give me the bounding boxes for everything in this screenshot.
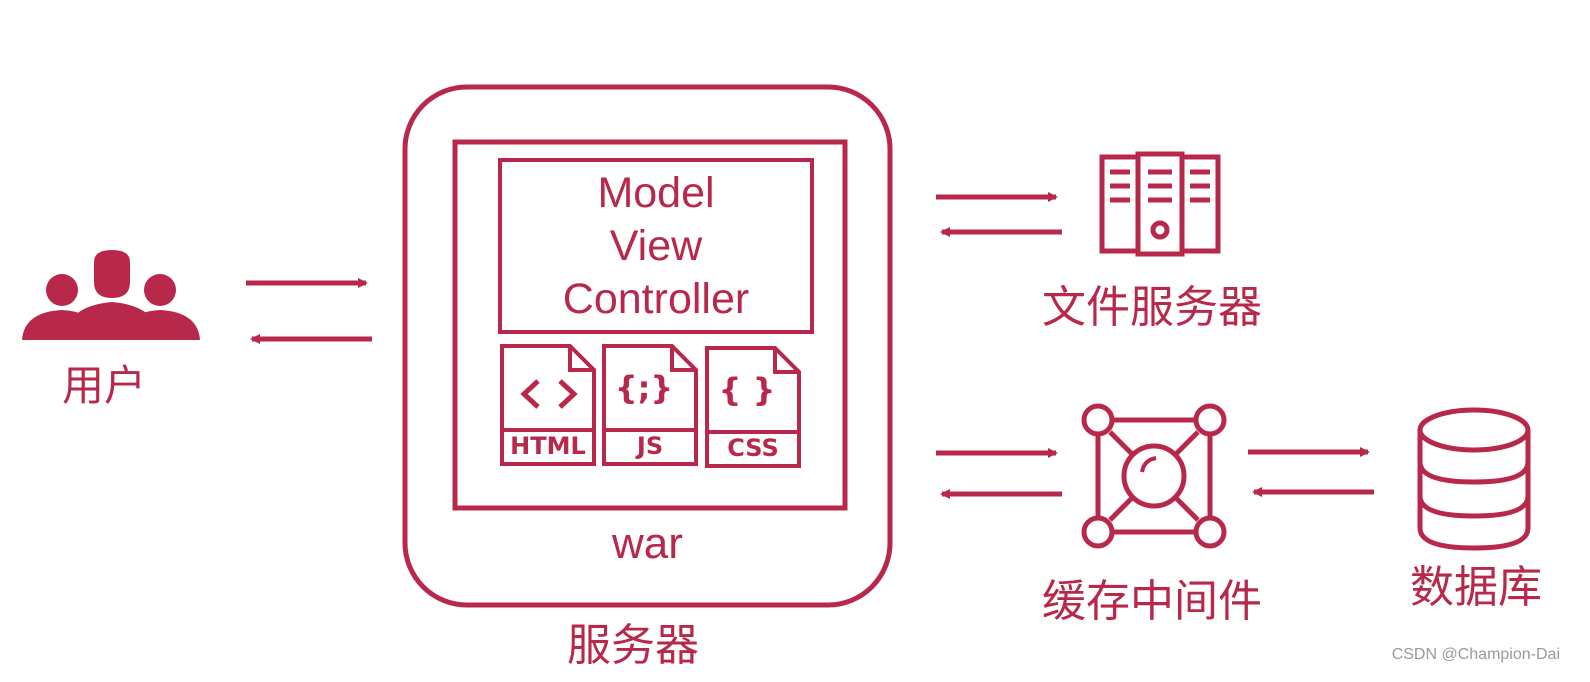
- arrows-user-server: [246, 278, 372, 344]
- mvc-text: Model View Controller: [500, 160, 812, 332]
- mvc-box: [498, 158, 814, 334]
- html-file-icon: [500, 344, 596, 466]
- server-rack-icon: [1099, 151, 1221, 257]
- mvc-model-label: Model: [597, 168, 715, 217]
- js-file-icon: [602, 344, 698, 466]
- server-box: [402, 84, 893, 608]
- user-label: 用户: [62, 361, 147, 410]
- cache-label: 缓存中间件: [1042, 576, 1262, 627]
- css-glyph: { }: [718, 371, 776, 409]
- war-label: war: [612, 519, 683, 568]
- mvc-view-label: View: [609, 221, 703, 270]
- arrows-server-cache: [936, 448, 1062, 499]
- watermark: CSDN @Champion-Dai: [1391, 646, 1560, 663]
- css-file-label: CSS: [727, 434, 779, 462]
- cache-hub-icon: [1081, 403, 1227, 549]
- arrows-server-fileserver: [936, 192, 1062, 237]
- server-label: 服务器: [567, 620, 699, 671]
- css-file-icon: [705, 346, 801, 468]
- mvc-controller-label: Controller: [562, 274, 750, 323]
- war-box: [452, 139, 848, 511]
- html-file-label: HTML: [510, 432, 586, 460]
- file-server-label: 文件服务器: [1042, 282, 1262, 333]
- js-file-label: JS: [636, 432, 664, 460]
- users-icon: [22, 250, 200, 340]
- database-label: 数据库: [1410, 562, 1542, 613]
- database-icon: [1417, 407, 1531, 551]
- arrows-cache-database: [1248, 447, 1374, 497]
- js-glyph: {;}: [614, 369, 674, 407]
